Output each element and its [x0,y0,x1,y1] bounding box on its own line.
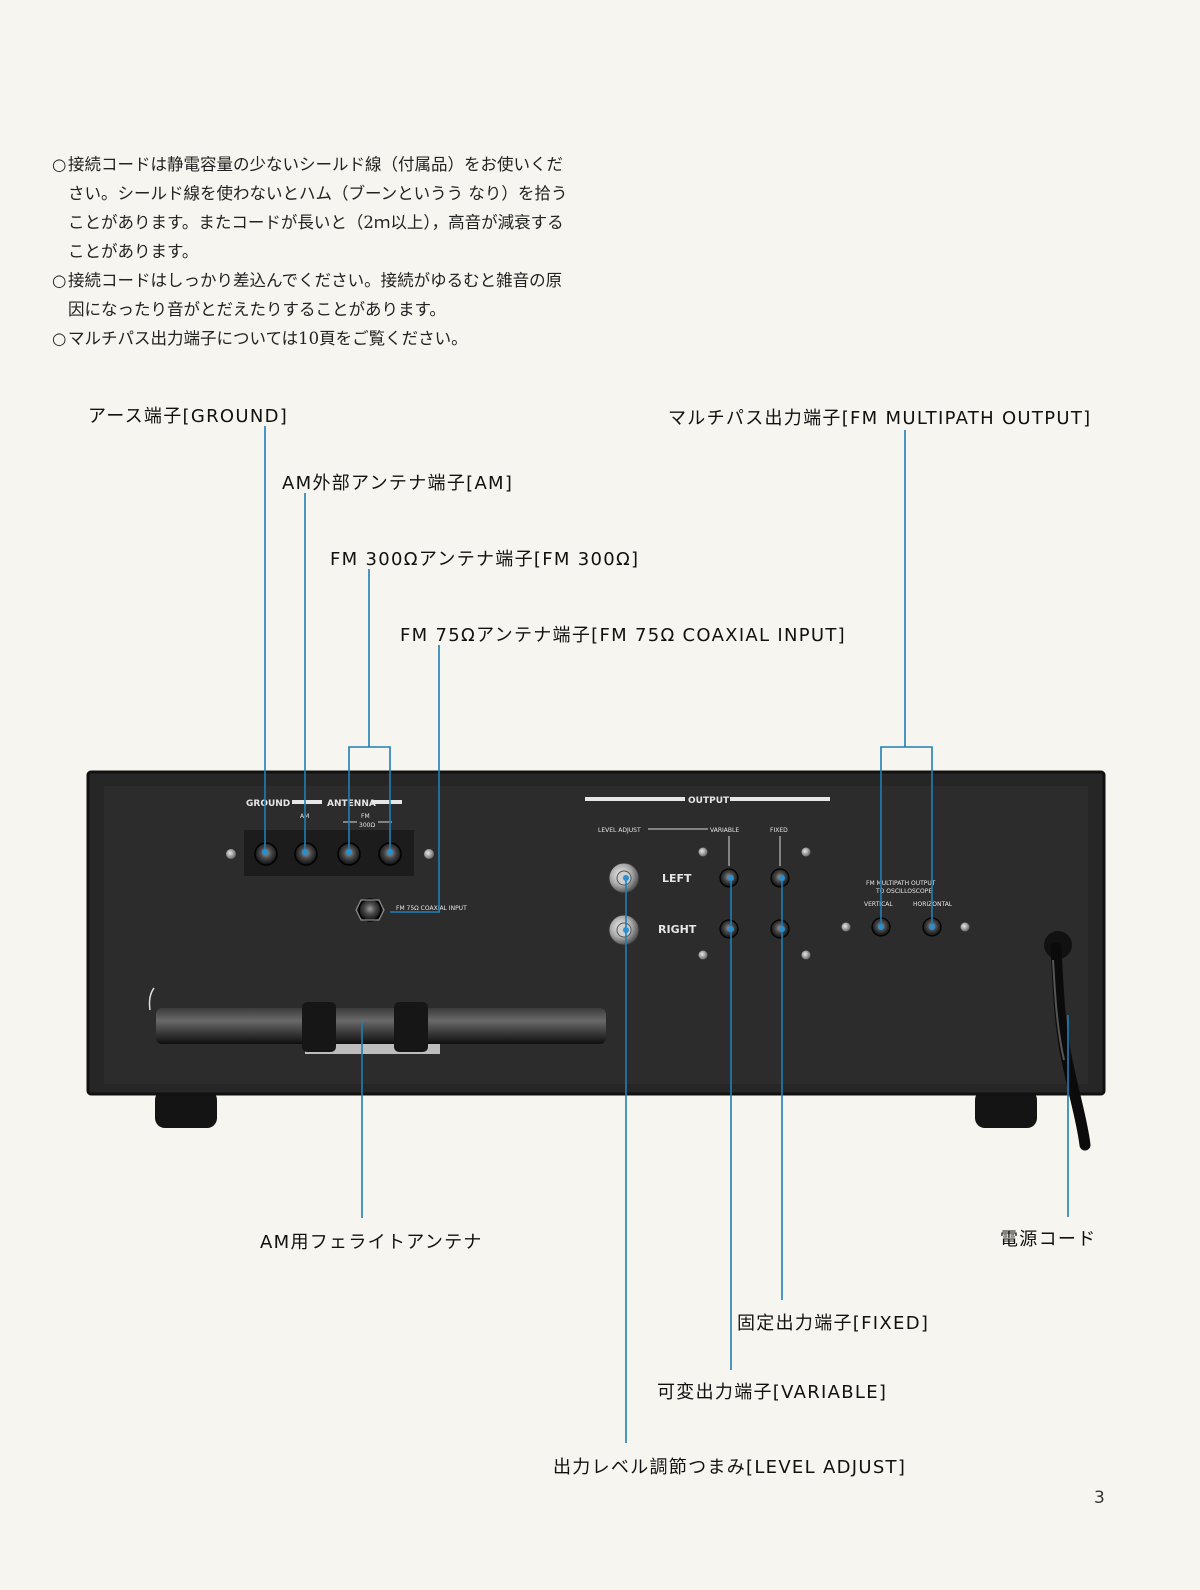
callout-fm75: FM 75Ωアンテナ端子[FM 75Ω COAXIAL INPUT] [400,625,847,646]
foot [155,1090,217,1128]
power-cord-highlight [1052,959,1065,1061]
screw [226,849,236,859]
leader-lines [264,426,1069,1443]
leader-dot [779,926,785,932]
note-item: ○ 接続コードは静電容量の少ないシールド線（付属品）をお使いください。シールド線… [52,150,572,266]
fm75-coaxial-input[interactable] [358,898,382,922]
callout-variable: 可変出力端子[VARIABLE] [657,1382,888,1403]
ferrite-antenna-rod [156,1008,606,1044]
callout-fm300: FM 300Ωアンテナ端子[FM 300Ω] [330,549,640,570]
callout-level-adjust: 出力レベル調節つまみ[LEVEL ADJUST] [553,1457,907,1478]
panel-label-vertical: VERTICAL [864,901,893,908]
leader-dot [878,924,884,930]
note-marker: ○ [52,271,67,290]
callout-fixed: 固定出力端子[FIXED] [737,1313,930,1334]
screw [424,849,434,859]
panel-label-horizontal: HORIZONTAL [913,901,953,908]
note-item: ○ マルチパス出力端子については10頁をご覧ください。 [52,324,572,353]
panel-label-coaxial: FM 75Ω COAXIAL INPUT [396,905,467,912]
panel-label-variable: VARIABLE [710,827,739,834]
note-item: ○ 接続コードはしっかり差込んでください。接続がゆるむと雑音の原因になったり音が… [52,266,572,324]
notes-section: ○ 接続コードは静電容量の少ないシールド線（付属品）をお使いください。シールド線… [52,150,572,353]
panel-label-fm: FM [361,813,370,820]
screw [801,950,811,960]
panel-label-ground: GROUND [246,799,290,809]
wire [148,987,155,1011]
callout-am: AM外部アンテナ端子[AM] [282,473,514,494]
leader-dot [728,926,734,932]
panel-label-fixed: FIXED [770,827,788,834]
panel-label-antenna: ANTENNA [327,799,376,809]
panel-label-left: LEFT [662,872,692,885]
leader-dots [262,849,935,933]
note-text: 接続コードはしっかり差込んでください。接続がゆるむと雑音の原因になったり音がとだ… [68,271,563,319]
panel-label-multipath: FM MULTIPATH OUTPUT [866,880,936,887]
callout-ferrite: AM用フェライトアンテナ [260,1232,483,1253]
screw [801,847,811,857]
output-label-bar [730,797,830,801]
leader-dot [623,927,629,933]
callout-power: 電源コード [1000,1229,1097,1250]
screw [960,922,970,932]
antenna-label-bar [292,800,322,804]
leader-dot [623,875,629,881]
coaxial-nut [355,899,385,921]
panel-label-oscilloscope: TO OSCILLOSCOPE [875,888,932,895]
panel-label-fm300: 300Ω [359,822,375,829]
leader-multipath-bracket [880,746,933,925]
output-label-bar [585,797,685,801]
antenna-label-bar [372,800,402,804]
ferrite-antenna-clamp [302,1002,336,1052]
leader-dot [779,875,785,881]
leader-dot [387,849,393,855]
leader-dot [728,875,734,881]
panel-label-output: OUTPUT [688,796,730,806]
leader-dot [929,924,935,930]
callout-multipath: マルチパス出力端子[FM MULTIPATH OUTPUT] [668,408,1092,429]
screw [698,847,708,857]
callout-ground: アース端子[GROUND] [88,406,289,427]
page-number: 3 [1094,1488,1105,1508]
screw [841,922,851,932]
panel-label-right: RIGHT [658,923,697,936]
panel-label-level-adjust: LEVEL ADJUST [598,827,641,834]
leader-dot [262,849,268,855]
note-marker: ○ [52,155,67,174]
leader-dot [346,849,352,855]
note-text: マルチパス出力端子については10頁をご覧ください。 [68,329,468,348]
note-text: 接続コードは静電容量の少ないシールド線（付属品）をお使いください。シールド線を使… [68,155,568,261]
leader-dot [302,849,308,855]
screw [698,950,708,960]
note-marker: ○ [52,329,67,348]
leader-fm75 [390,645,440,913]
leader-fm300-bracket [348,746,391,850]
foot [975,1090,1037,1128]
ferrite-antenna-clamp [394,1002,428,1052]
